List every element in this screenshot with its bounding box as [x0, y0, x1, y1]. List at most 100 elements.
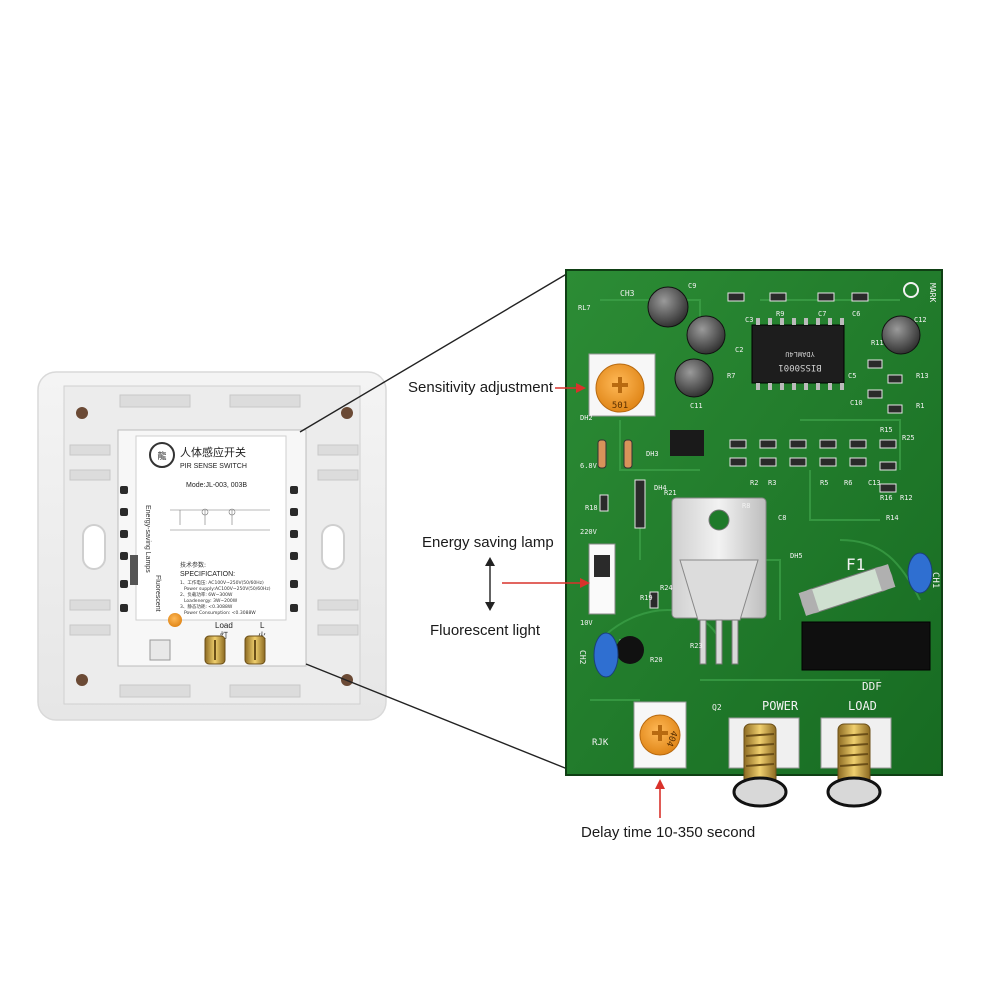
screw-hole-icon [76, 407, 88, 419]
component-ref-label: DH3 [646, 450, 659, 458]
ic-chip [751, 324, 845, 384]
arrow-right-icon [576, 383, 586, 393]
module-terminals [149, 635, 266, 665]
brand-logo-icon [149, 442, 175, 468]
mode-arrow [485, 557, 495, 611]
component-ref-label: R18 [585, 504, 598, 512]
spec-line: Power Consumption: <0.3088W [184, 610, 256, 616]
component-ref-label: C2 [735, 346, 743, 354]
capacitor-icon [881, 315, 921, 355]
sensitivity-pot: 501 [588, 353, 656, 417]
transistor-icon [670, 430, 704, 456]
component-ref-label: C3 [745, 316, 753, 324]
diode-icon [597, 439, 607, 469]
switch-model: Mode:JL-003, 003B [186, 482, 247, 489]
ic-chip-marking2: YDAWL4U [785, 350, 815, 358]
voltage-regulator [671, 497, 767, 665]
l-label: L [260, 621, 265, 630]
spec-line: Power supply:AC100V~250V(50/60Hz) [184, 586, 271, 592]
wall-switch: 龍 人体感应开关 PIR SENSE SWITCH Mode:JL-003, 0… [37, 371, 387, 721]
component-ref-label: R13 [916, 372, 929, 380]
callout-delay: Delay time 10-350 second [581, 824, 756, 841]
mode-slide-switch [130, 555, 138, 585]
mounting-slot-icon [321, 524, 345, 570]
arrow-down-icon [485, 602, 495, 611]
screw-hole-icon [76, 674, 88, 686]
smd-components [599, 292, 903, 649]
mark-circle-icon [903, 282, 919, 298]
pcb-terminals [728, 717, 892, 808]
side-text-fluorescent: Fluorescent [154, 575, 161, 612]
callout-arrows [502, 383, 665, 818]
component-ref-label: R9 [776, 310, 784, 318]
arrow-up-icon [655, 779, 665, 789]
screw-hole-icon [341, 407, 353, 419]
component-ref-label: R2 [750, 479, 758, 487]
wiring-diagram [170, 508, 270, 531]
component-ref-label: R16 [880, 494, 893, 502]
pot-value: 501 [612, 401, 628, 411]
component-ref-label: R1 [916, 402, 924, 410]
x-capacitor-icon [593, 632, 619, 678]
fuse [798, 564, 896, 616]
terminal-screw-icon [732, 776, 788, 808]
component-ref-label: DH5 [790, 552, 803, 560]
side-text-energy: Energy-saving Lamps [144, 505, 151, 573]
arrow-up-icon [485, 557, 495, 566]
ic-pins [756, 318, 844, 390]
component-ref-label: R21 [664, 489, 677, 497]
component-ref-label: C11 [690, 402, 703, 410]
component-ref-label: 220V [580, 528, 598, 536]
label-ch2: CH2 [578, 650, 587, 665]
component-ref-label: R14 [886, 514, 899, 522]
switch-title-cn: 人体感应开关 [180, 445, 246, 459]
capacitors [647, 286, 921, 398]
brand-logo-mark: 龍 [157, 450, 166, 462]
component-ref-label: C10 [850, 399, 863, 407]
module-clips [120, 486, 298, 612]
component-ref-label: R19 [640, 594, 653, 602]
label-rjk: RJK [592, 738, 609, 748]
callout-energy-saving: Energy saving lamp [422, 534, 554, 551]
spec-line: 3、静态功耗: <0.3088W [180, 603, 233, 610]
component-ref-label: R12 [900, 494, 913, 502]
transistor-icon [616, 636, 644, 664]
load-label-cn: 灯 [220, 630, 228, 640]
spec-line: 2、负载功率: 6W~300W [180, 591, 233, 598]
slide-knob [594, 555, 610, 577]
label-f1: F1 [846, 555, 865, 574]
label-power: POWER [762, 699, 799, 713]
terminal-screw-icon [826, 776, 882, 808]
label-ddf: DDF [862, 680, 882, 693]
relay-block [801, 621, 931, 671]
component-ref-label: R5 [820, 479, 828, 487]
component-ref-label: DH4 [654, 484, 667, 492]
delay-pot-icon [168, 613, 182, 627]
component-ref-label: R25 [902, 434, 915, 442]
spec-title-cn: 技术参数: [180, 561, 206, 569]
component-ref-label: R3 [768, 479, 776, 487]
component-ref-label: RL7 [578, 304, 591, 312]
zoom-lines [299, 271, 571, 771]
x-capacitor-icon [907, 552, 933, 594]
capacitor-icon [686, 315, 726, 355]
l-label-cn: 火 [258, 631, 266, 640]
component-ref-label: C8 [778, 514, 786, 522]
label-ch3: CH3 [620, 289, 635, 298]
capacitor-icon [647, 286, 689, 328]
component-ref-label: R15 [880, 426, 893, 434]
component-ref-label: R8 [742, 502, 750, 510]
component-ref-label: C9 [688, 282, 696, 290]
component-ref-label: R20 [650, 656, 663, 664]
component-ref-label: C13 [868, 479, 881, 487]
diode-icon [623, 439, 633, 469]
component-ref-label: C12 [914, 316, 927, 324]
spec-line: Loadenergy: 3W~200W [184, 598, 238, 604]
component-ref-label: 10V [580, 619, 593, 627]
component-ref-label: R24 [660, 584, 673, 592]
component-ref-label: C6 [852, 310, 860, 318]
load-label: Load [215, 621, 233, 630]
frame-ribs [69, 394, 359, 698]
component-ref-label: 6.8V [580, 462, 598, 470]
